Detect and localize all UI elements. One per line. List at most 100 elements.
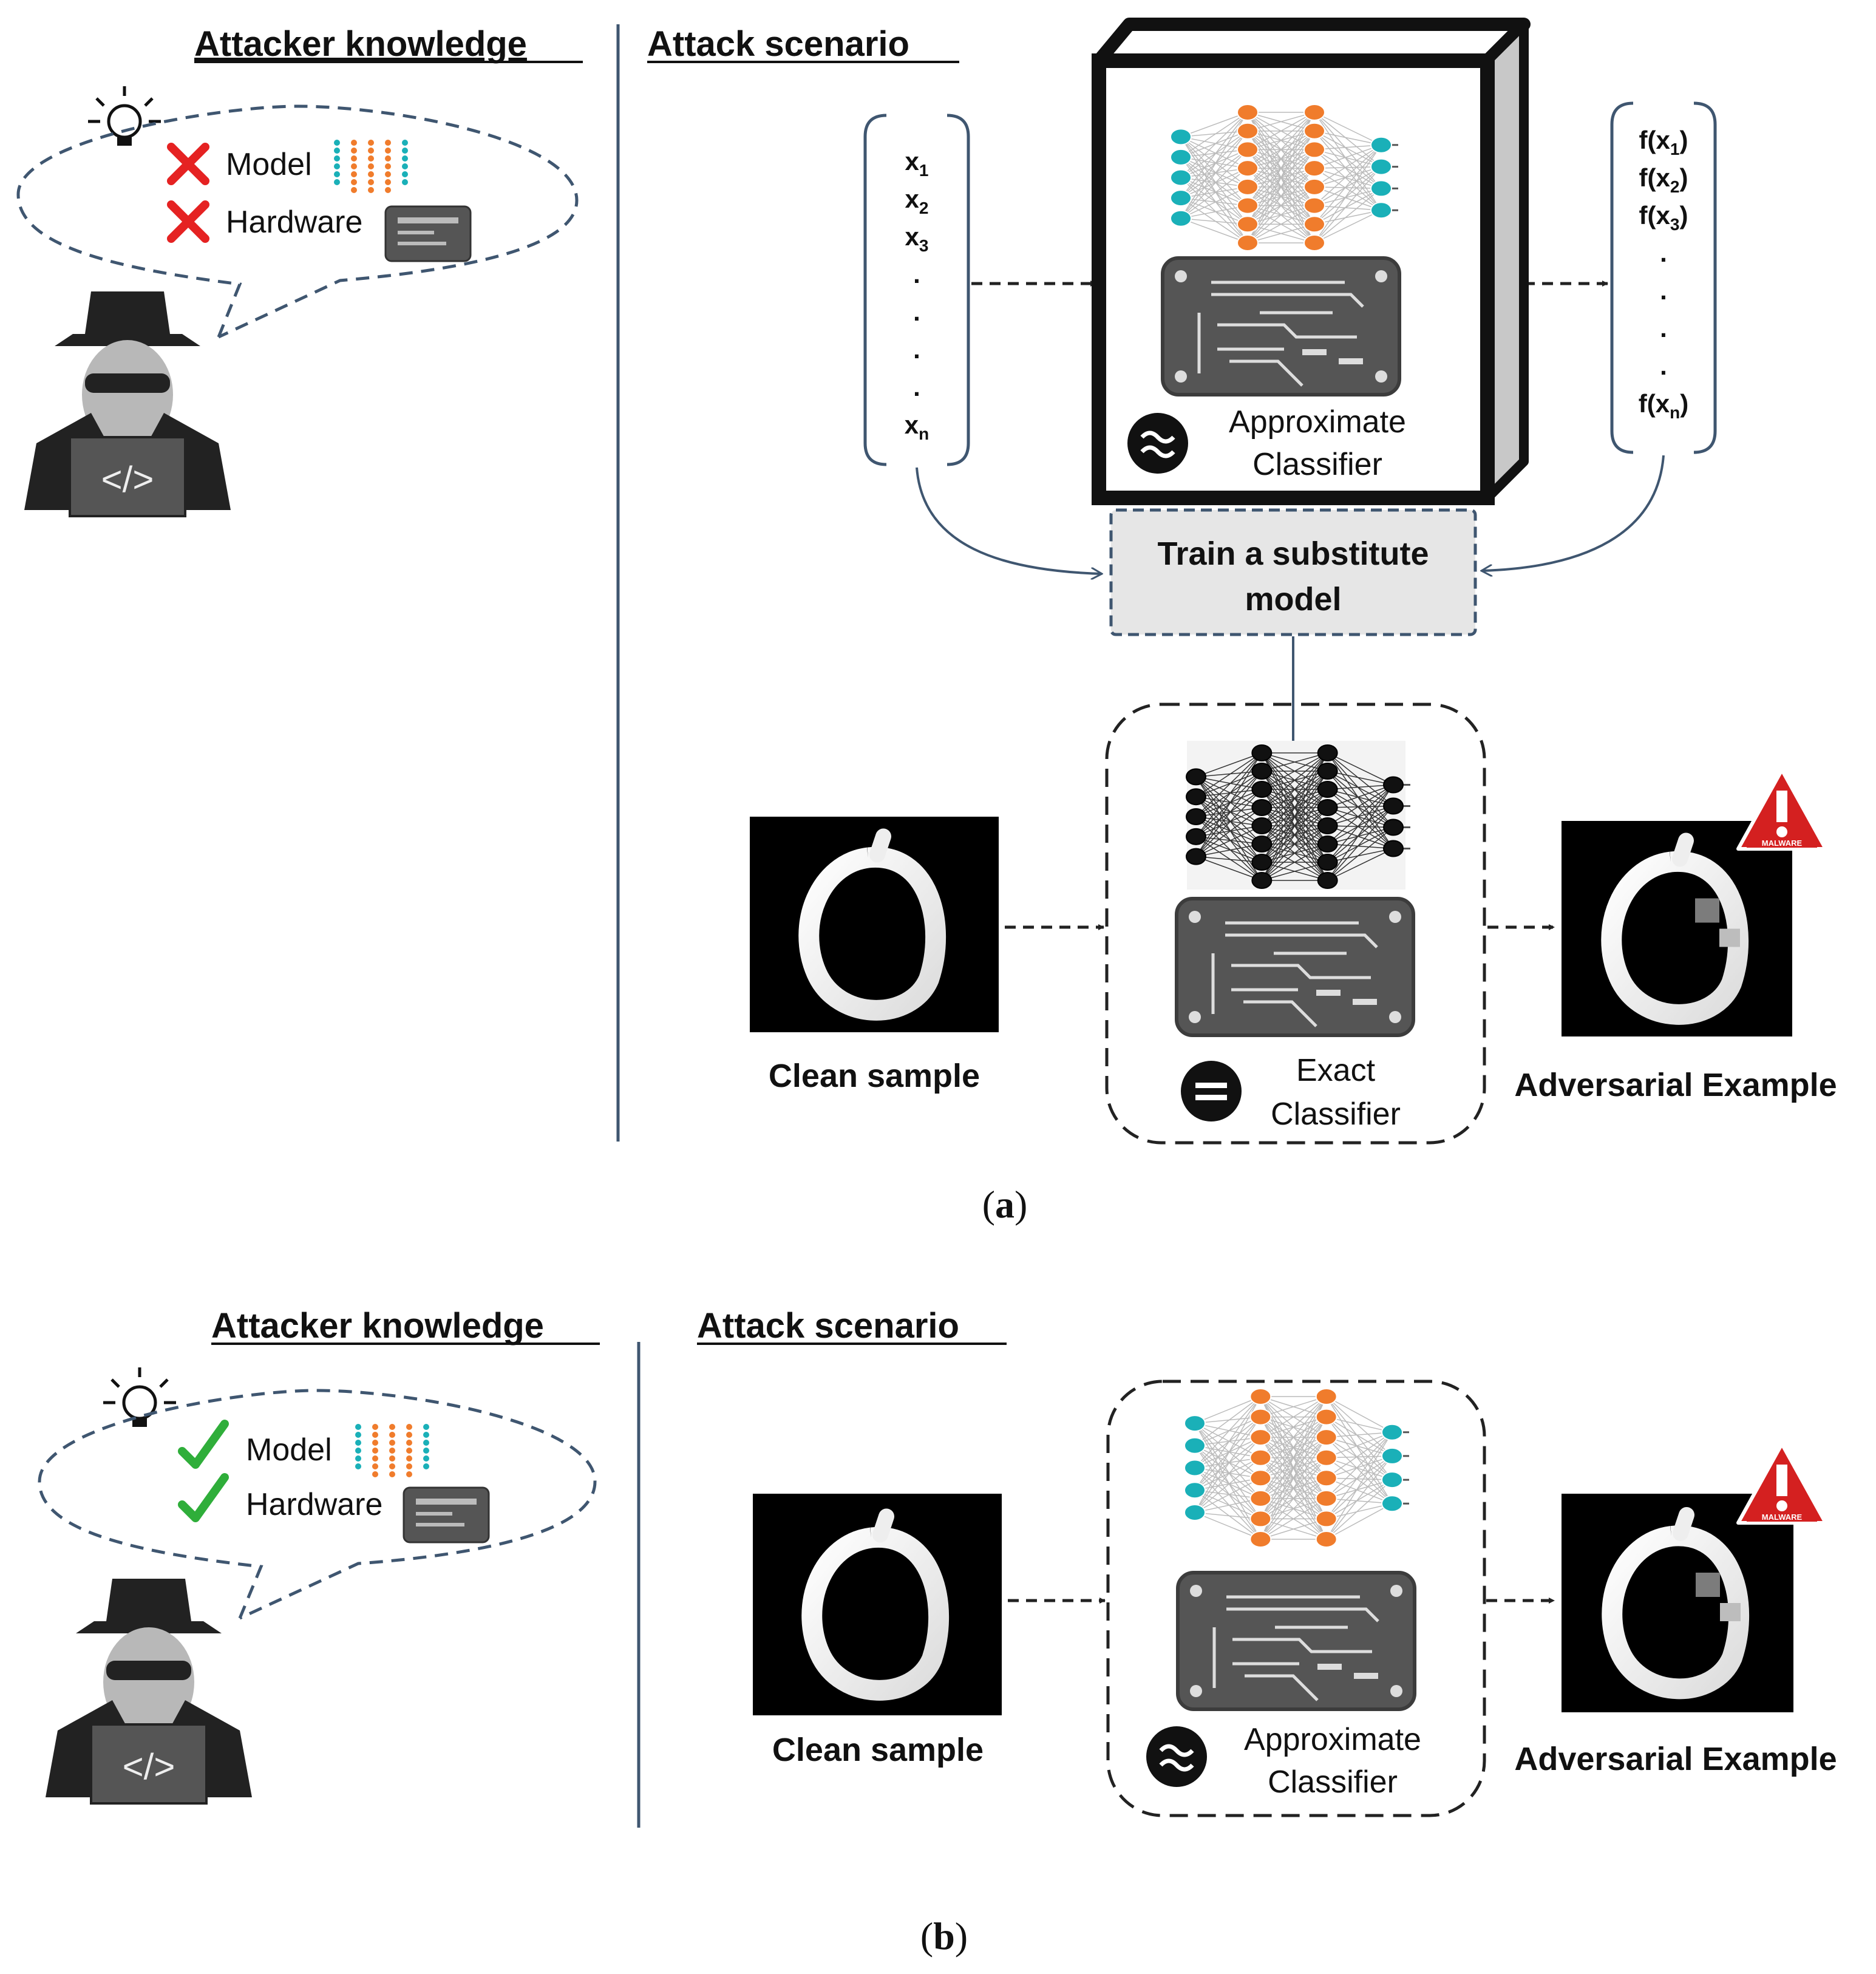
network-node <box>1237 197 1259 214</box>
network-node <box>368 171 374 177</box>
network-edge <box>1314 186 1382 189</box>
network-edge <box>1195 796 1262 826</box>
network-edge <box>1260 1437 1327 1540</box>
network-edge <box>1180 130 1248 138</box>
network-edge <box>1194 1423 1261 1479</box>
classifier-label-1: Exact <box>1296 1053 1376 1088</box>
output-vector: f(x1)f(x2)f(x3)....f(xn) <box>1610 101 1717 454</box>
network-node <box>385 148 391 154</box>
network-edge <box>1261 789 1328 881</box>
network-node <box>1184 1415 1206 1432</box>
network-edge <box>1195 796 1262 845</box>
network-node <box>1370 158 1392 175</box>
network-node <box>368 179 374 185</box>
network-edge <box>1180 112 1248 219</box>
malware-warning-icon: MALWARE <box>1736 768 1827 851</box>
network-edge <box>1194 1416 1261 1424</box>
network-node <box>368 163 374 169</box>
digit-stroke <box>1673 1507 1694 1541</box>
network-edge <box>1327 784 1394 863</box>
network-edge <box>1327 805 1394 808</box>
digit-stroke <box>801 1527 950 1701</box>
network-edge <box>1180 149 1248 199</box>
network-edge <box>1327 784 1394 881</box>
lightbulb-icon <box>88 86 161 146</box>
network-edge <box>1180 112 1248 158</box>
network-edge <box>1314 145 1382 225</box>
network-node <box>389 1463 395 1469</box>
clean-sample-image <box>750 817 999 1032</box>
panel-a: Attacker knowledge Model <box>16 18 1837 1226</box>
exact-icon <box>1181 1061 1242 1121</box>
thought-bubble <box>16 104 579 339</box>
network-node <box>406 1440 412 1446</box>
network-node <box>402 155 408 162</box>
network-edge <box>1247 168 1315 243</box>
network-node <box>1303 234 1325 251</box>
network-node <box>1317 763 1338 780</box>
network-node <box>355 1463 361 1469</box>
network-node <box>1317 854 1338 871</box>
network-node <box>1381 1495 1403 1513</box>
network-node <box>372 1440 378 1446</box>
network-edge <box>1247 112 1315 206</box>
network-node <box>402 148 408 154</box>
network-edge <box>1314 149 1382 211</box>
network-edge <box>1327 843 1394 849</box>
network-edge <box>1180 168 1248 219</box>
network-edge <box>1326 1437 1393 1480</box>
network-edge <box>1327 789 1394 807</box>
network-edge <box>1194 1437 1261 1446</box>
network-edge <box>1261 752 1328 881</box>
laptop-code: </> <box>123 1746 175 1787</box>
network-node <box>1303 178 1325 196</box>
network-node <box>385 171 391 177</box>
network-node <box>406 1463 412 1469</box>
network-edge <box>1327 807 1394 828</box>
neural-network-icon <box>1186 744 1410 889</box>
network-edge <box>1314 166 1382 206</box>
network-edge <box>1194 1423 1261 1519</box>
network-edge <box>1195 771 1262 857</box>
network-node <box>1370 202 1392 219</box>
network-node <box>389 1455 395 1462</box>
model-label: Model <box>246 1432 332 1468</box>
network-edge <box>1194 1396 1261 1469</box>
network-node <box>1315 1489 1337 1507</box>
network-edge <box>1326 1477 1393 1480</box>
network-node <box>351 148 357 154</box>
network-edge <box>1195 771 1262 817</box>
network-node <box>1251 836 1273 853</box>
network-node <box>1170 209 1192 227</box>
network-edge <box>1314 145 1382 169</box>
network-edge <box>1261 843 1328 881</box>
network-edge <box>1195 776 1262 790</box>
network-edge <box>1180 136 1248 225</box>
network-node <box>389 1471 395 1477</box>
network-node <box>351 179 357 185</box>
network-edge <box>1180 136 1248 151</box>
check-icon <box>178 1420 229 1469</box>
network-edge <box>1195 771 1262 778</box>
network-node <box>334 148 340 154</box>
network-node <box>372 1471 378 1477</box>
network-node <box>1249 1449 1272 1466</box>
network-node <box>334 155 340 162</box>
network-edge <box>1194 1396 1261 1446</box>
network-node <box>1184 1503 1206 1521</box>
network-edge <box>1327 826 1394 863</box>
network-edge <box>1326 1396 1393 1433</box>
panel-a-knowledge-title: Attacker knowledge <box>194 24 527 64</box>
network-edge <box>1260 1477 1327 1540</box>
network-edge <box>1260 1417 1327 1540</box>
network-node <box>1303 160 1325 177</box>
network-node <box>423 1448 429 1454</box>
network-edge <box>1180 177 1248 243</box>
network-edge <box>1180 197 1248 225</box>
network-edge <box>1194 1489 1261 1520</box>
network-edge <box>1260 1396 1327 1438</box>
network-edge <box>1327 826 1394 881</box>
hardware-label: Hardware <box>226 205 362 240</box>
network-edge <box>1314 145 1382 188</box>
network-node <box>406 1471 412 1477</box>
